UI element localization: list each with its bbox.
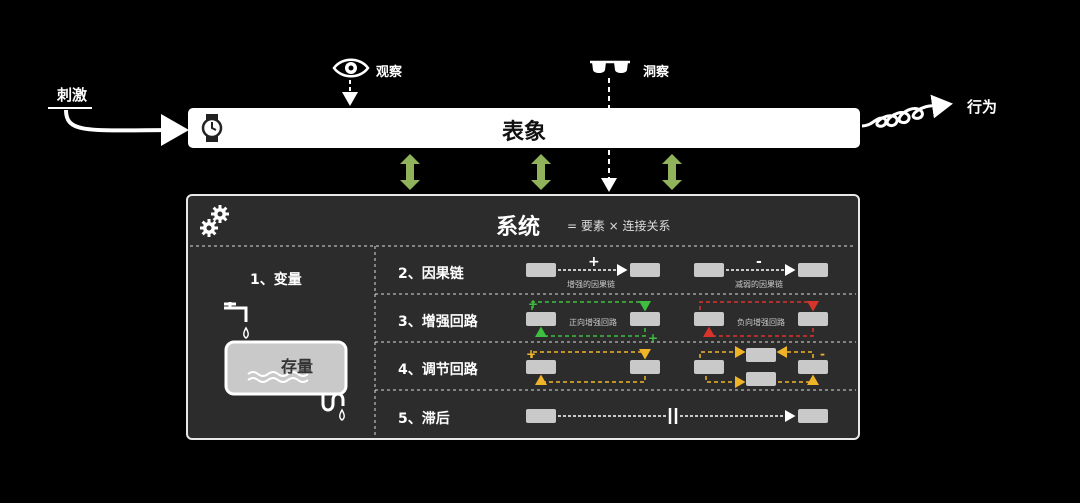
- surface-title: 表象: [501, 119, 546, 145]
- causal-positive-caption: 增强的因果链: [567, 280, 615, 289]
- stimulus-arrow: [64, 109, 189, 147]
- observe-label: 观察: [376, 65, 403, 80]
- drain-pipe-icon: [321, 392, 345, 412]
- stock-label: 存量: [281, 357, 314, 376]
- node: [798, 263, 828, 277]
- behavior-label: 行为: [967, 98, 998, 116]
- reinforcing-loop-positive: + +: [526, 297, 660, 345]
- watch-icon: [201, 114, 223, 142]
- causal-negative-sign: -: [756, 254, 762, 270]
- system-panel-grid: [190, 245, 856, 438]
- system-panel: [186, 194, 860, 440]
- stock-illustration: [224, 302, 348, 421]
- balancing-loop-simple: +: [526, 347, 660, 385]
- glasses-icon: [590, 60, 630, 73]
- svg-text:+: +: [648, 331, 658, 345]
- stimulus-label: 刺激: [57, 86, 88, 104]
- row-reinforcing-loop-label: 3、增强回路: [398, 314, 478, 330]
- double-arrow-3: [662, 154, 682, 190]
- balancing-loop-complex: -: [694, 346, 828, 388]
- gears-icon: [200, 205, 229, 237]
- node: [630, 263, 660, 277]
- svg-text:+: +: [526, 347, 536, 361]
- system-formula: = 要素 × 连接关系: [567, 219, 671, 233]
- row-graphics: + + + -: [526, 263, 828, 424]
- row-causal-chain-label: 2、因果链: [398, 266, 464, 282]
- water-waves-icon: [247, 371, 309, 383]
- insight-label: 洞察: [643, 65, 670, 80]
- causal-negative-caption: 减弱的因果链: [735, 280, 783, 289]
- svg-text:+: +: [528, 297, 538, 311]
- behavior-coil-arrow: [861, 94, 953, 128]
- faucet-icon: [224, 302, 248, 322]
- double-arrow-2: [531, 154, 551, 190]
- causal-positive-sign: +: [588, 254, 600, 270]
- causal-chain-negative: [694, 263, 828, 277]
- eye-icon: [332, 58, 370, 78]
- node: [694, 263, 724, 277]
- reinforcing-loop-negative: [694, 301, 828, 337]
- stock-tank: [224, 340, 348, 396]
- node: [526, 263, 556, 277]
- double-arrow-1: [400, 154, 420, 190]
- row-variable-label: 1、变量: [250, 272, 302, 288]
- delay-chain: [526, 408, 828, 424]
- causal-chain-positive: [526, 263, 660, 277]
- system-title: 系统: [496, 214, 541, 240]
- row-balancing-loop-label: 4、调节回路: [398, 362, 478, 378]
- surface-bar: 表象: [188, 108, 860, 148]
- reinforcing-positive-caption: 正向增强回路: [569, 318, 617, 327]
- reinforcing-negative-caption: 负向增强回路: [737, 318, 785, 327]
- row-delay-label: 5、滞后: [398, 411, 450, 427]
- svg-text:-: -: [820, 347, 825, 361]
